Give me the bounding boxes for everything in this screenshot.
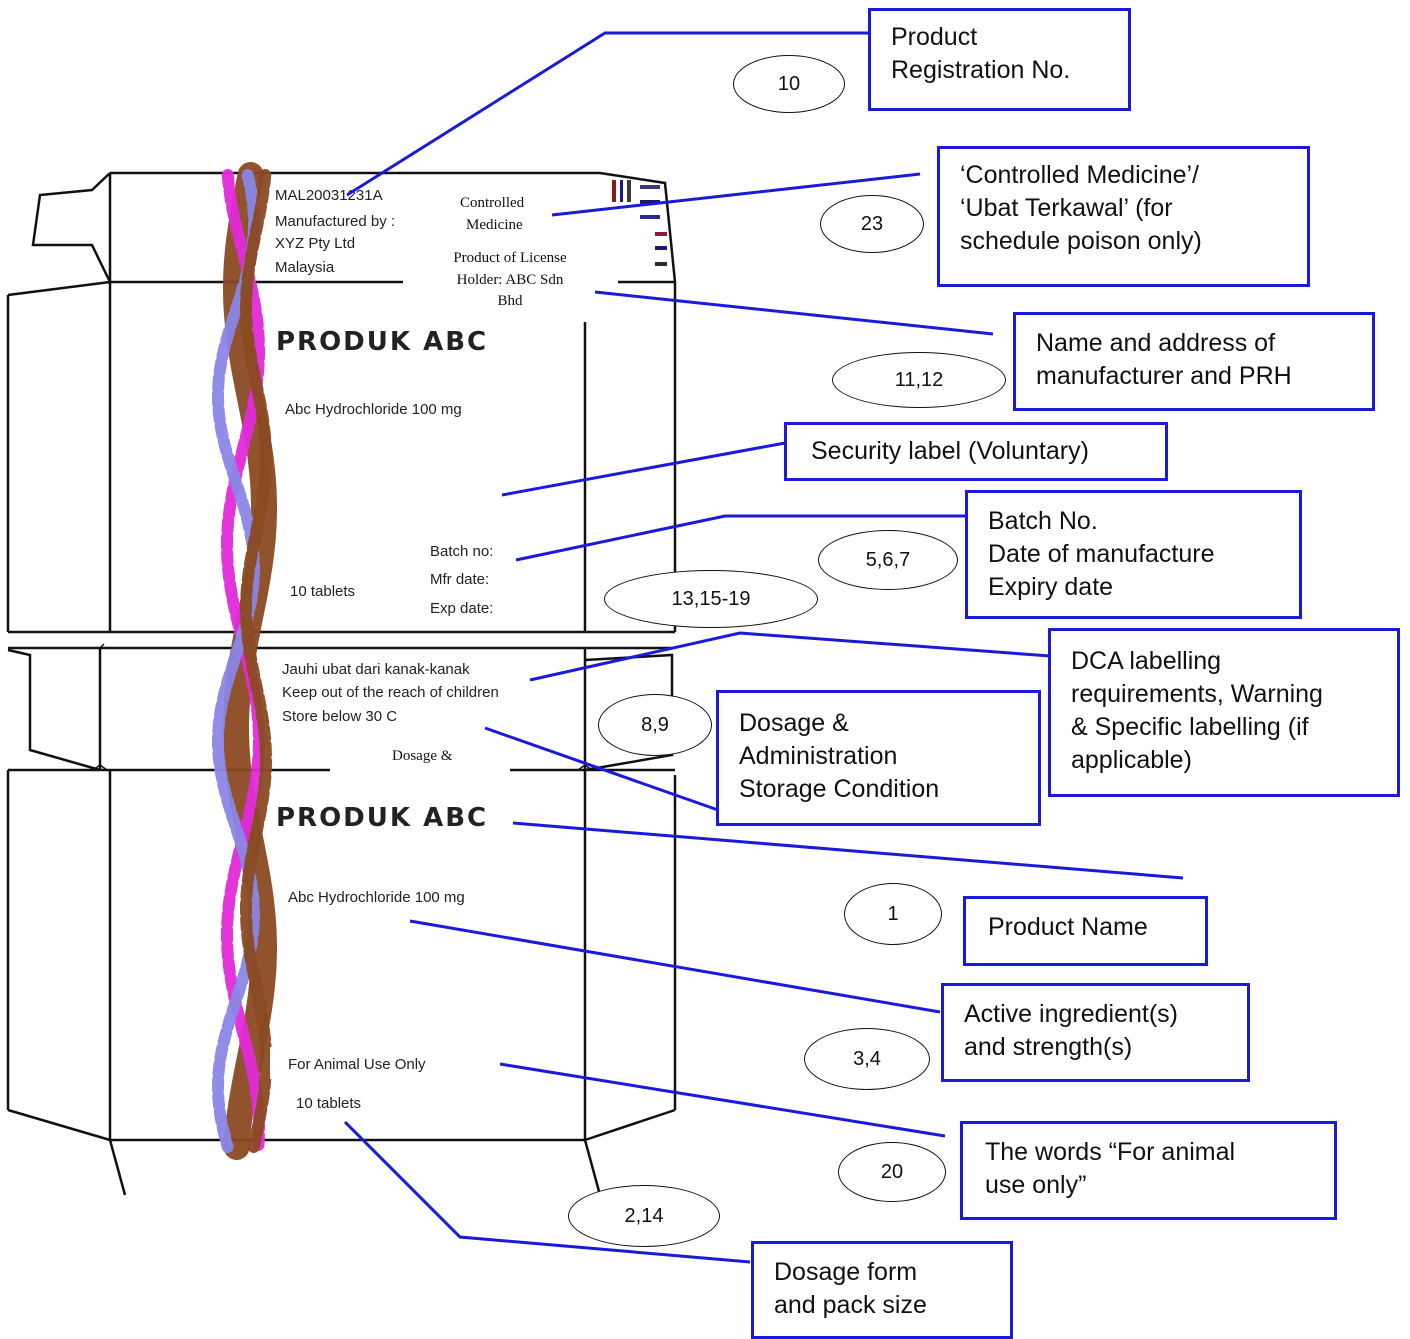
dosage-cut-bg xyxy=(330,740,510,776)
leader-line-product-name xyxy=(512,821,1184,880)
product-name-top: PRODUK ABC xyxy=(276,327,488,357)
callout-text: Name and address of manufacturer and PRH xyxy=(1036,329,1292,390)
leader-line-registration xyxy=(346,31,868,197)
callout-animal-use: The words “For animal use only” xyxy=(960,1121,1337,1220)
controlled-medicine-line2: Medicine xyxy=(466,217,523,233)
carton-notches xyxy=(92,643,593,771)
number-badge-ingredient: 3,4 xyxy=(804,1028,930,1090)
number-badge-dosage-form: 2,14 xyxy=(568,1185,720,1247)
dosage-cut-text: Dosage & xyxy=(392,748,453,764)
number-badge-manufacturer: 11,12 xyxy=(832,352,1006,408)
number-badge-controlled: 23 xyxy=(820,195,924,253)
registration-number: MAL20031231A xyxy=(275,187,383,204)
warning-malay: Jauhi ubat dari kanak-kanak xyxy=(282,661,470,678)
callout-text: DCA labelling requirements, Warning & Sp… xyxy=(1071,647,1323,774)
leader-line-ingredient xyxy=(409,919,941,1014)
storage-text: Store below 30 C xyxy=(282,708,397,725)
number-badge-dosage: 8,9 xyxy=(598,694,712,756)
callout-manufacturer-prh: Name and address of manufacturer and PRH xyxy=(1013,312,1375,411)
controlled-panel-bg xyxy=(430,175,582,233)
manufactured-by-label: Manufactured by : xyxy=(275,213,395,230)
callout-text: Batch No. Date of manufacture Expiry dat… xyxy=(988,507,1215,601)
number-badge-batch: 5,6,7 xyxy=(818,530,958,590)
leader-line-dca xyxy=(529,631,1051,682)
number-badge-animal-use: 20 xyxy=(838,1142,946,1202)
color-bars xyxy=(612,180,667,266)
leader-line-dosage-form xyxy=(343,1120,751,1264)
callout-text: ‘Controlled Medicine’/ ‘Ubat Terkawal’ (… xyxy=(960,161,1202,255)
animal-use-bg xyxy=(270,1047,502,1079)
security-stripe xyxy=(212,162,277,1160)
pack-size-top: 10 tablets xyxy=(290,583,355,600)
license-holder-line3: Bhd xyxy=(497,293,523,309)
callout-controlled-medicine: ‘Controlled Medicine’/ ‘Ubat Terkawal’ (… xyxy=(937,146,1310,287)
security-stripe-band xyxy=(212,169,260,1153)
leader-line-security xyxy=(501,441,786,497)
callout-dosage-storage: Dosage & Administration Storage Conditio… xyxy=(716,690,1041,826)
callout-text: Product Registration No. xyxy=(891,23,1071,84)
callout-text: Product Name xyxy=(988,913,1148,941)
manufacturer-name: XYZ Pty Ltd xyxy=(275,235,355,252)
leader-lines xyxy=(343,31,1184,1264)
callout-product-name: Product Name xyxy=(963,896,1208,966)
callout-active-ingredient: Active ingredient(s) and strength(s) xyxy=(941,983,1250,1082)
animal-use-text: For Animal Use Only xyxy=(288,1056,426,1073)
callout-text: Active ingredient(s) and strength(s) xyxy=(964,1000,1178,1061)
callout-security-label: Security label (Voluntary) xyxy=(784,422,1168,481)
number-badge-dca: 13,15-19 xyxy=(604,570,818,628)
leader-line-animal-use xyxy=(499,1062,946,1138)
callout-text: The words “For animal use only” xyxy=(985,1138,1236,1199)
mfr-date-label: Mfr date: xyxy=(430,571,489,588)
product-name-bottom: PRODUK ABC xyxy=(276,803,488,833)
callout-dosage-form: Dosage form and pack size xyxy=(751,1241,1013,1339)
controlled-medicine-line1: Controlled xyxy=(460,195,525,211)
callout-product-registration: Product Registration No. xyxy=(868,8,1131,111)
ingredient-top: Abc Hydrochloride 100 mg xyxy=(285,401,462,418)
callout-text: Dosage & Administration Storage Conditio… xyxy=(739,709,940,803)
number-badge-product-name: 1 xyxy=(844,883,942,945)
leader-line-dosage xyxy=(484,726,719,812)
license-panel-bg xyxy=(403,240,618,322)
license-holder-line2: Holder: ABC Sdn xyxy=(457,272,564,288)
batch-no-label: Batch no: xyxy=(430,543,493,560)
security-stripe-band xyxy=(240,169,272,1153)
leader-line-batch xyxy=(515,514,978,562)
exp-date-label: Exp date: xyxy=(430,600,493,617)
number-badge-registration: 10 xyxy=(733,55,845,113)
warning-english: Keep out of the reach of children xyxy=(282,684,499,701)
callout-text: Dosage form and pack size xyxy=(774,1258,927,1319)
leader-line-controlled xyxy=(551,172,921,217)
callout-text: Security label (Voluntary) xyxy=(811,437,1089,465)
pack-size-bottom: 10 tablets xyxy=(296,1095,361,1112)
ingredient-bottom: Abc Hydrochloride 100 mg xyxy=(288,889,465,906)
manufacturer-country: Malaysia xyxy=(275,259,335,276)
leader-line-manufacturer xyxy=(594,290,994,336)
callout-batch-dates: Batch No. Date of manufacture Expiry dat… xyxy=(965,490,1302,619)
callout-dca-labelling: DCA labelling requirements, Warning & Sp… xyxy=(1048,628,1400,797)
license-holder-line1: Product of License xyxy=(453,250,567,266)
